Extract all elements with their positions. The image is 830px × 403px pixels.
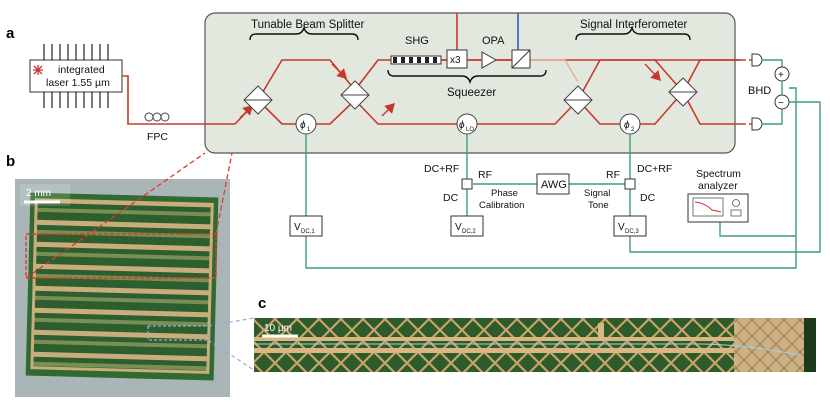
micrograph: 10 µm [254,318,816,372]
signal-interferometer-label: Signal Interferometer [580,19,688,31]
panel-label-a: a [6,25,15,42]
beam-splitter-1 [243,85,273,115]
electrical-wiring [305,87,821,269]
svg-text:DC,2: DC,2 [462,229,476,235]
inset-highlight-red [25,233,217,279]
svg-text:x3: x3 [450,55,461,66]
spectrum-analyzer-label-1: Spectrum [696,168,741,180]
svg-text:1: 1 [307,127,311,133]
panel-label-c: c [258,295,266,312]
svg-text:ϕ: ϕ [459,120,465,131]
spectrum-analyzer-label-2: analyzer [698,180,738,192]
awg-label: AWG [541,179,567,191]
opa-label: OPA [482,35,505,47]
spectrum-analyzer-icon [687,193,749,223]
vdc3-source: V DC,3 [613,215,647,237]
dc-left-label: DC [443,192,459,204]
laser-star-icon [33,65,43,75]
laser-label-line2: laser 1.55 µm [46,77,110,89]
awg-box [536,173,570,195]
beam-splitter-3 [563,85,593,115]
svg-text:V: V [455,222,462,233]
scale-bar-b-label: 2 mm [26,188,51,199]
svg-text:V: V [618,222,625,233]
svg-text:ϕ: ϕ [624,120,630,131]
rf-left-label: RF [478,169,492,181]
laser-label-line1: integrated [58,64,105,76]
photodetector-bottom [751,117,763,131]
bias-tee-left [461,178,473,190]
fpc-label: FPC [147,131,168,143]
vdc2-source: V DC,2 [450,215,484,237]
svg-text:DC,1: DC,1 [301,229,315,235]
phase-calibration-label-2: Calibration [479,200,524,211]
shg-label: SHG [405,35,429,47]
rf-right-label: RF [606,169,620,181]
dc-rf-right-label: DC+RF [637,163,672,175]
inset-highlight-blue [147,325,209,341]
dc-rf-left-label: DC+RF [424,163,459,175]
phase-calibration-label-1: Phase [491,188,518,199]
shg-element [390,55,442,65]
input-waveguide [122,75,235,125]
svg-text:+: + [778,70,784,81]
phase-shifter-philo: ϕ LO [456,113,478,135]
svg-text:2: 2 [631,127,635,133]
dc-right-label: DC [640,192,656,204]
signal-tone-label-1: Signal [584,188,610,199]
pump-beam [530,59,579,83]
svg-text:V: V [294,222,301,233]
chip-photo: 2 mm [15,179,230,397]
phase-shifter-phi1: ϕ 1 [295,113,317,135]
svg-text:−: − [778,98,784,109]
svg-text:DC,3: DC,3 [625,229,639,235]
scale-bar-c-label: 10 µm [264,323,292,334]
svg-text:ϕ: ϕ [300,120,306,131]
svg-text:LO: LO [466,127,474,133]
signal-interferometer-brace [575,25,691,41]
vdc1-source: V DC,1 [289,215,323,237]
squeezer-brace [387,69,547,85]
bias-tee-right [624,178,636,190]
tunable-beam-splitter-label: Tunable Beam Splitter [251,19,365,31]
tunable-bs-brace [249,25,359,41]
bhd-label: BHD [748,85,771,97]
photodetector-top [751,53,763,67]
squeezer-label: Squeezer [447,87,496,99]
phase-shifter-phi2: ϕ 2 [619,113,641,135]
beam-splitter-4 [668,77,698,107]
signal-tone-label-2: Tone [588,200,609,211]
panel-label-b: b [6,153,15,170]
beam-splitter-2 [340,80,370,110]
integrated-laser: integrated laser 1.55 µm [29,44,123,108]
dichroic-mirror [511,49,531,69]
fiber-polarization-controller: FPC [144,112,170,143]
